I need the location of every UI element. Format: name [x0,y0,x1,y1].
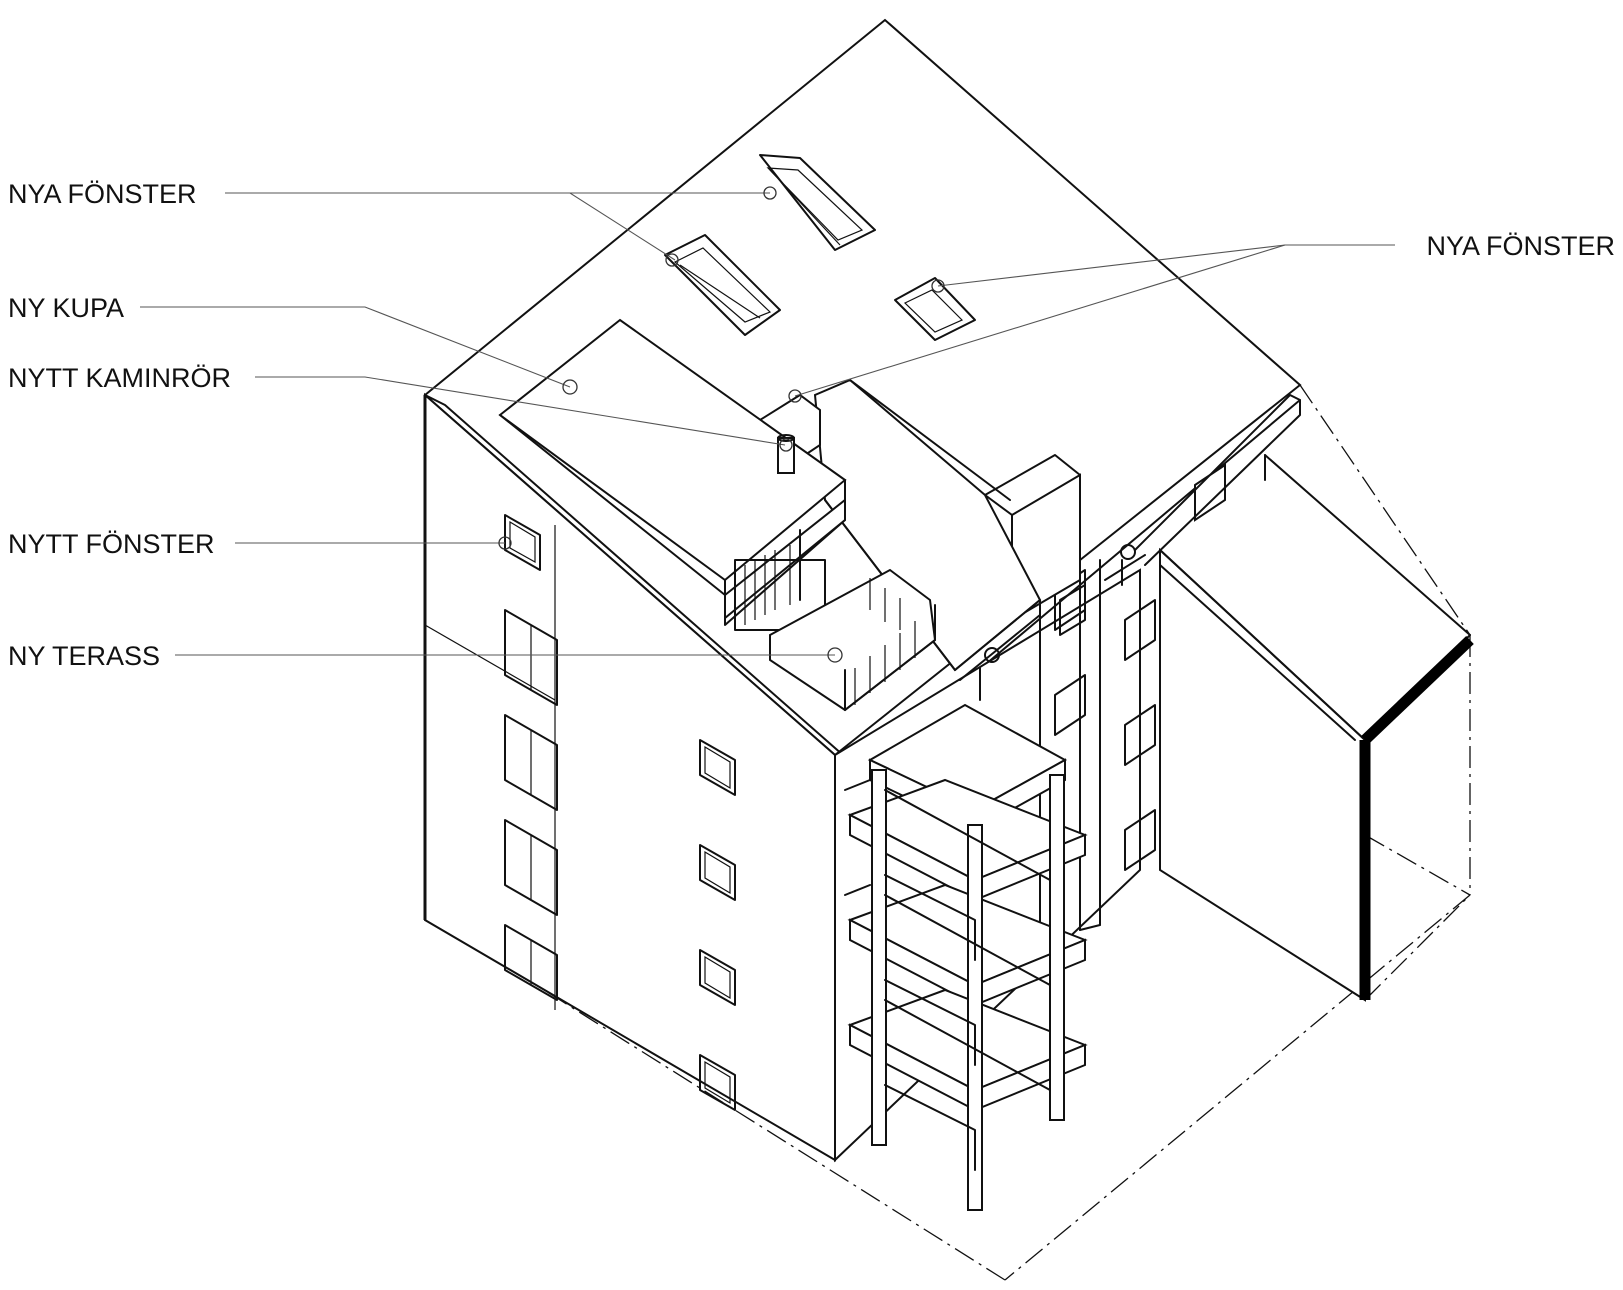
leader-lines [140,186,1395,663]
new-dormer [498,318,847,631]
window [504,714,558,811]
neighbour-building [1159,454,1474,1002]
roof-window [894,277,976,341]
new-terrace [769,568,937,712]
roof-window [664,234,781,336]
label-ny-kupa: NY KUPA [8,293,124,323]
label-nya-fonster-left: NYA FÖNSTER [8,179,197,209]
window [504,924,558,1001]
window [699,1054,736,1111]
window [699,739,736,796]
label-nytt-fonster: NYTT FÖNSTER [8,529,215,559]
chimney-pipe [777,434,795,474]
label-nya-fonster-right: NYA FÖNSTER [1426,231,1615,261]
window [504,819,558,916]
label-nytt-kaminror: NYTT KAMINRÖR [8,363,231,393]
window [699,949,736,1006]
gable-windows [504,514,736,1111]
label-ny-terass: NY TERASS [8,641,160,671]
window [699,844,736,901]
balcony-tower [844,703,1088,1211]
roof-window [759,154,876,251]
window [504,609,558,706]
roof-gutter [1104,394,1301,586]
roof-windows [664,154,976,341]
